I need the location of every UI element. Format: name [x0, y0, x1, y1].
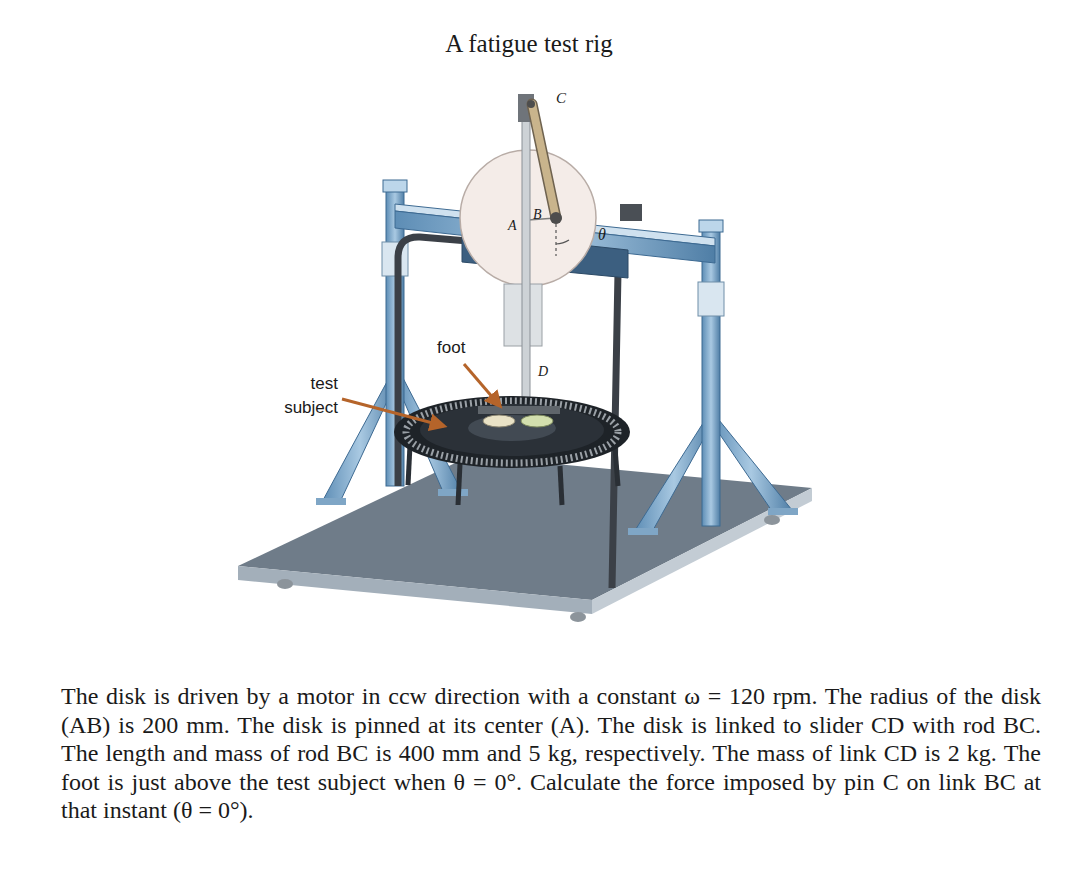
frame-foot	[438, 489, 468, 496]
guard-bar	[398, 237, 618, 588]
base-plate-edge	[238, 566, 592, 614]
caster	[764, 515, 780, 525]
reference-line	[555, 224, 556, 256]
post-cap	[383, 180, 407, 192]
foot-plate	[478, 406, 560, 414]
frame-post	[702, 226, 720, 526]
point-label: A	[508, 218, 517, 234]
angle-arc	[556, 240, 569, 244]
leader-line	[342, 399, 444, 426]
trampoline-mat	[420, 404, 604, 456]
frame-leg	[710, 420, 792, 514]
pin-c	[527, 100, 535, 108]
slider-rod	[522, 100, 530, 410]
clamp-bracket	[698, 282, 724, 316]
shoe	[521, 415, 553, 427]
frame-foot	[316, 498, 346, 505]
test-subject-pad	[468, 415, 556, 441]
post-cap	[699, 220, 723, 232]
caster	[570, 612, 586, 622]
frame-foot	[768, 508, 798, 515]
trampoline-springs	[406, 401, 618, 463]
part-label: test subject	[256, 372, 338, 420]
point-label: D	[538, 364, 548, 380]
trampoline-leg	[408, 445, 410, 485]
leader-line	[464, 364, 500, 406]
trampoline-leg	[458, 464, 460, 505]
shoe	[483, 415, 515, 427]
motor	[620, 204, 642, 221]
connecting-rod	[532, 104, 556, 218]
pin-b	[550, 212, 562, 224]
problem-statement: The disk is driven by a motor in ccw dir…	[61, 682, 1041, 825]
trampoline-leg	[560, 466, 562, 505]
part-label: foot	[437, 338, 465, 358]
point-label: B	[533, 207, 542, 223]
point-label: C	[556, 90, 566, 107]
trampoline-leg	[615, 448, 618, 486]
caster	[277, 579, 293, 589]
connecting-rod	[532, 104, 556, 218]
angle-label: θ	[598, 226, 606, 244]
trampoline-frame	[394, 396, 630, 468]
frame-foot	[628, 528, 658, 535]
figure-title: A fatigue test rig	[445, 30, 612, 58]
